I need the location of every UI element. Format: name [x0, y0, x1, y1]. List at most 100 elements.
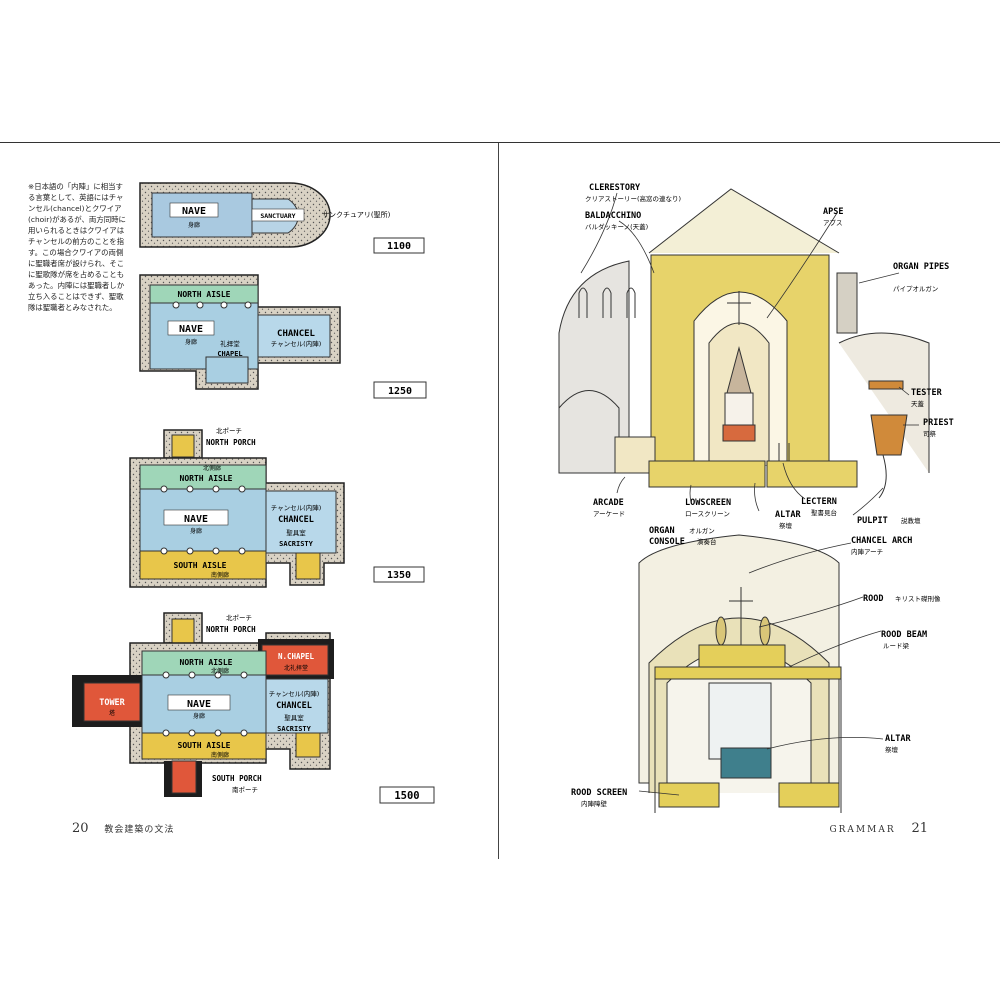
plan-1500-sacristy: SACRISTY — [277, 725, 312, 733]
label-altar-lower: ALTAR — [885, 734, 911, 744]
label-chancel-arch-jp: 内陣アーチ — [851, 547, 883, 556]
label-tester-jp: 天蓋 — [911, 399, 925, 408]
interior-sketch — [558, 188, 930, 499]
plan-1350-north-porch-jp: 北ポーチ — [216, 427, 242, 435]
plan-1350-sacristy-jp: 聖具室 — [286, 528, 306, 537]
plan-1250-chancel-jp: チャンセル(内陣) — [271, 339, 322, 348]
label-tester: TESTER — [911, 388, 943, 398]
label-chancel-arch: CHANCEL ARCH — [851, 536, 912, 546]
plan-1100-nave-jp: 身廊 — [188, 221, 200, 229]
plan-1100-sanctuary-jp: サンクチュアリ(聖所) — [322, 210, 391, 219]
label-lectern-jp: 聖書見台 — [811, 508, 837, 517]
label-pulpit: PULPIT — [857, 516, 888, 526]
label-arcade-jp: アーケード — [593, 510, 625, 518]
plan-1350-north-aisle-jp: 北側廊 — [203, 464, 221, 472]
label-altar-lower-jp: 祭壇 — [885, 745, 899, 754]
plan-1500-n-chapel-jp: 北礼拝堂 — [284, 664, 308, 672]
plan-1500-north-porch: NORTH PORCH — [206, 625, 256, 634]
plan-1350: 北ポーチ NORTH PORCH 北側廊 NORTH AISLE NAVE 身廊… — [129, 427, 425, 588]
plan-1100-sanctuary-label: SANCTUARY — [260, 212, 295, 220]
plan-1500-sacristy-jp: 聖具室 — [284, 713, 304, 722]
label-organ-jp: オルガン — [689, 526, 715, 535]
plan-1350-nave-label: NAVE — [184, 514, 208, 525]
plan-1500-south-aisle: SOUTH AISLE — [178, 741, 231, 750]
plan-1500-tower-jp: 塔 — [109, 709, 115, 717]
church-interior-sketches: CLERESTORY クリアストーリー(高窓の連なり) BALDACCHINO … — [558, 183, 954, 813]
plan-1250-nave-label: NAVE — [179, 324, 203, 335]
plan-1500: 北ポーチ NORTH PORCH NORTH AISLE 北側廊 N.CHAPE… — [72, 612, 435, 804]
plan-1500-year: 1500 — [394, 790, 419, 802]
plan-1100: NAVE 身廊 SANCTUARY サンクチュアリ(聖所) 1100 — [139, 182, 425, 254]
plan-1500-south-aisle-jp: 南側廊 — [211, 751, 229, 759]
plan-1500-n-chapel: N.CHAPEL — [278, 652, 315, 661]
plan-1500-tower: TOWER — [99, 698, 125, 708]
label-baldacchino-jp: バルダッキーノ(天蓋) — [585, 222, 648, 231]
plan-1350-sacristy: SACRISTY — [279, 540, 314, 548]
plan-1350-chancel-jp: チャンセル(内陣) — [271, 503, 322, 512]
plan-1350-north-porch: NORTH PORCH — [206, 438, 256, 447]
label-apse-jp: アプス — [823, 219, 843, 227]
label-organ: ORGAN — [649, 526, 675, 536]
plan-1350-year: 1350 — [387, 570, 411, 581]
plan-1350-nave-jp: 身廊 — [190, 527, 202, 535]
plan-1250-chapel: CHAPEL — [217, 350, 242, 358]
label-altar-upper-jp: 祭壇 — [779, 521, 793, 530]
page-gutter — [498, 143, 499, 859]
plan-1350-chancel: CHANCEL — [278, 515, 314, 525]
plan-1500-south-porch-jp: 南ポーチ — [232, 785, 258, 794]
left-page-number: 20 — [72, 821, 89, 836]
label-arcade: ARCADE — [593, 498, 624, 508]
plan-1250-nave-jp: 身廊 — [185, 338, 197, 346]
floor-plans: NAVE 身廊 SANCTUARY サンクチュアリ(聖所) 1100 NORT — [72, 182, 435, 804]
label-apse: APSE — [823, 207, 843, 217]
right-page: CLERESTORY クリアストーリー(高窓の連なり) BALDACCHINO … — [499, 143, 1000, 859]
rood-screen-sketch — [638, 534, 842, 813]
plan-1500-chancel-jp: チャンセル(内陣) — [269, 689, 320, 698]
label-organ-pipes-jp: パイプオルガン — [893, 284, 938, 293]
plan-1250-north-aisle: NORTH AISLE — [178, 290, 231, 299]
plan-1500-chancel: CHANCEL — [276, 701, 312, 711]
label-rood-screen: ROOD SCREEN — [571, 788, 627, 798]
left-page: ※日本語の「内陣」に相当する言葉として、英語にはチャンセル(chancel)とク… — [0, 143, 498, 859]
label-console-jp: 演奏台 — [697, 537, 717, 546]
label-organ-pipes: ORGAN PIPES — [893, 262, 949, 272]
label-baldacchino: BALDACCHINO — [585, 211, 641, 221]
left-running-title: 教会建築の文法 — [104, 825, 175, 835]
plan-1500-north-aisle: NORTH AISLE — [180, 658, 233, 667]
label-pulpit-jp: 説教壇 — [901, 516, 921, 525]
book-spread: ※日本語の「内陣」に相当する言葉として、英語にはチャンセル(chancel)とク… — [0, 142, 1000, 859]
plan-1250-chapel-jp: 礼拝堂 — [220, 339, 240, 348]
plan-1100-nave-label: NAVE — [182, 206, 206, 217]
label-clerestory: CLERESTORY — [589, 183, 641, 193]
right-running-title: GRAMMAR — [829, 825, 896, 835]
plan-1500-nave-jp: 身廊 — [193, 712, 205, 720]
label-priest: PRIEST — [923, 418, 954, 428]
plan-1250: NORTH AISLE NAVE 身廊 礼拝堂 CHAPEL CHANCEL チ… — [139, 274, 427, 399]
label-lowscreen: LOWSCREEN — [685, 498, 731, 508]
label-clerestory-jp: クリアストーリー(高窓の連なり) — [585, 194, 681, 203]
plan-1350-south-aisle-jp: 南側廊 — [211, 571, 229, 579]
footnote-text: ※日本語の「内陣」に相当する言葉として、英語にはチャンセル(chancel)とク… — [28, 182, 126, 312]
label-altar-upper: ALTAR — [775, 510, 801, 520]
label-rood-beam-jp: ルード梁 — [883, 641, 910, 650]
right-page-number: 21 — [911, 821, 928, 836]
plan-1350-north-aisle: NORTH AISLE — [180, 474, 233, 483]
right-folio: GRAMMAR 21 — [829, 821, 928, 836]
plan-1100-year: 1100 — [387, 241, 411, 252]
left-folio: 20 教会建築の文法 — [72, 821, 174, 836]
label-rood: ROOD — [863, 594, 883, 604]
plan-1500-north-porch-jp: 北ポーチ — [226, 614, 252, 622]
plan-1500-south-porch: SOUTH PORCH — [212, 774, 262, 783]
plan-1250-chancel: CHANCEL — [277, 329, 316, 339]
plan-1250-year: 1250 — [388, 386, 412, 397]
label-lectern: LECTERN — [801, 497, 837, 507]
plan-1500-north-aisle-jp: 北側廊 — [211, 667, 229, 675]
label-rood-beam: ROOD BEAM — [881, 630, 927, 640]
label-rood-screen-jp: 内陣障壁 — [581, 799, 608, 808]
label-lowscreen-jp: ロースクリーン — [685, 510, 730, 518]
plan-1350-south-aisle: SOUTH AISLE — [174, 561, 227, 570]
plan-1500-nave-label: NAVE — [187, 699, 211, 710]
label-priest-jp: 司祭 — [923, 429, 937, 438]
label-console: CONSOLE — [649, 537, 685, 547]
label-rood-jp: キリスト磔刑像 — [895, 594, 941, 603]
